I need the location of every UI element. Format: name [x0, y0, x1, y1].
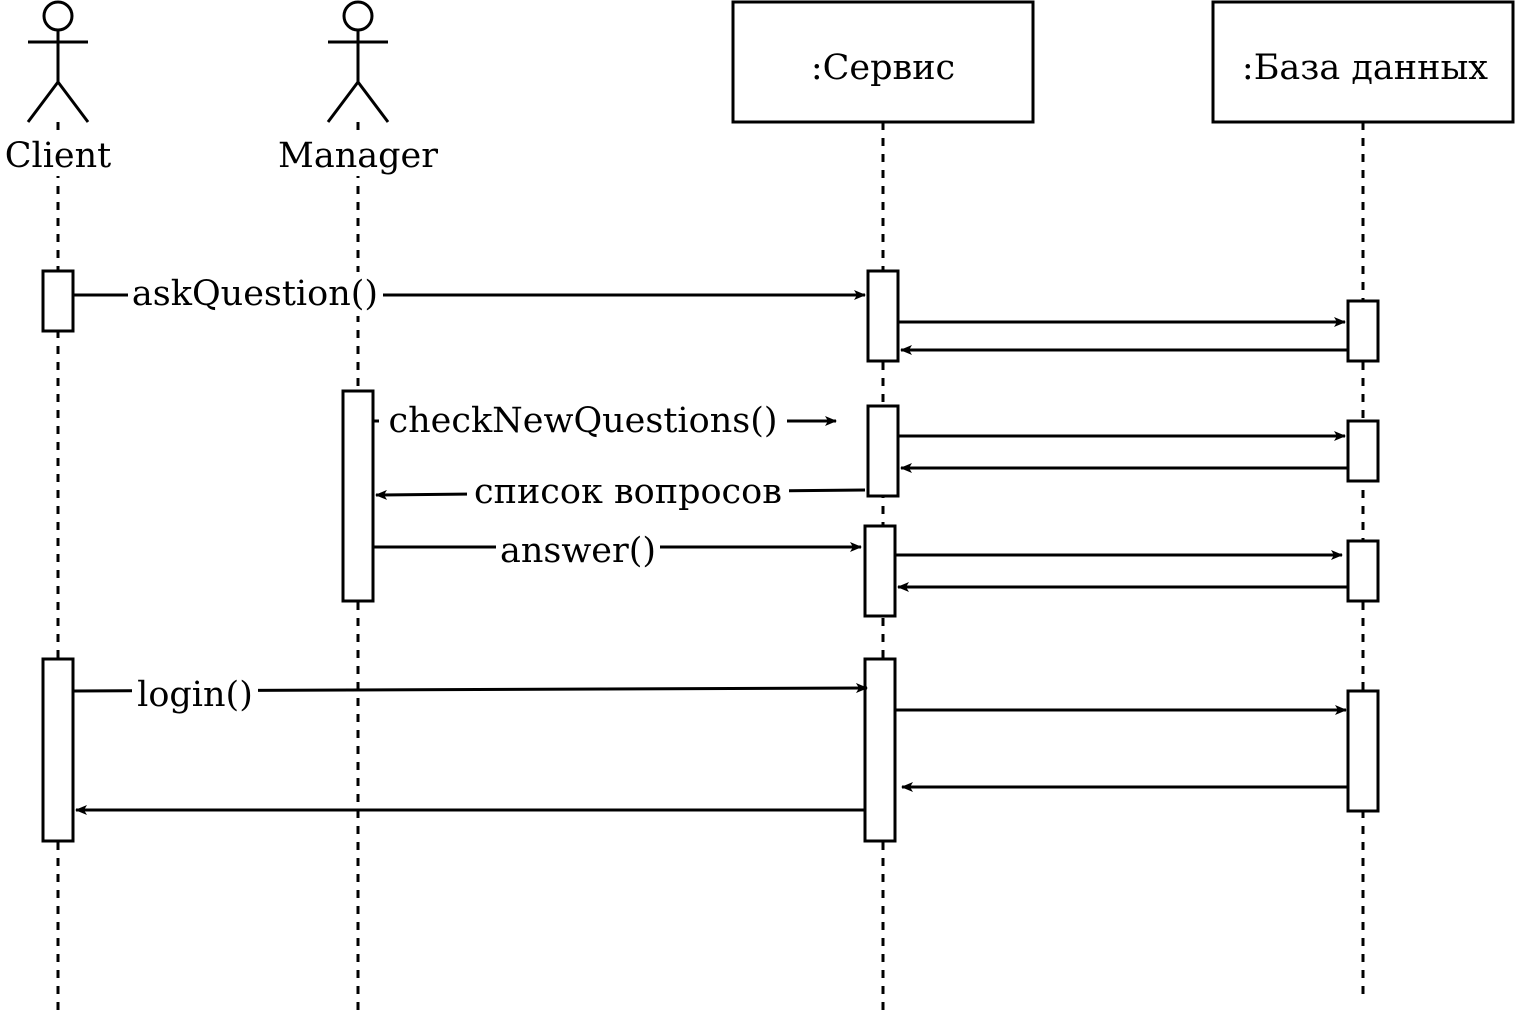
service-object[interactable]: :Сервис — [731, 0, 1035, 124]
login-label: login() — [137, 675, 253, 715]
answer-label: answer() — [500, 531, 656, 571]
database-activation-4[interactable] — [1346, 689, 1380, 813]
manager-label-bg — [272, 134, 444, 176]
check-new-questions-label-bg — [379, 398, 787, 442]
database-object-label: :База данных — [1242, 48, 1488, 88]
check-new-questions-label: checkNewQuestions() — [388, 401, 777, 441]
service-activation-login[interactable] — [863, 657, 897, 843]
manager-actor-left-leg — [326, 81, 360, 123]
ask-question-label-bg — [128, 272, 383, 316]
question-list-label: список вопросов — [474, 472, 782, 512]
service-activation-answer[interactable] — [863, 524, 897, 618]
ask-question-label: askQuestion() — [132, 274, 378, 314]
client-activation-login[interactable] — [41, 657, 75, 843]
client-label-bg — [0, 134, 118, 176]
service-activation-check[interactable] — [866, 404, 900, 498]
client-actor-right-leg — [56, 81, 90, 123]
manager-actor-head — [342, 0, 374, 32]
client-activation-ask[interactable] — [41, 269, 75, 333]
question-list-label-bg — [467, 470, 789, 514]
manager-actor-right-leg — [356, 81, 390, 123]
manager-activation[interactable] — [341, 389, 375, 603]
manager-label: Manager — [278, 136, 438, 176]
manager-actor[interactable] — [326, 0, 390, 123]
database-object[interactable]: :База данных — [1211, 0, 1515, 124]
client-label: Client — [5, 136, 112, 176]
service-object-box — [731, 0, 1035, 124]
service-object-label: :Сервис — [811, 48, 955, 88]
database-activation-1[interactable] — [1346, 299, 1380, 363]
database-object-box — [1211, 0, 1515, 124]
database-activation-3[interactable] — [1346, 539, 1380, 603]
database-activation-2[interactable] — [1346, 419, 1380, 483]
answer-label-bg — [496, 527, 660, 571]
client-actor-head — [42, 0, 74, 32]
client-actor[interactable] — [26, 0, 90, 123]
login-label-bg — [132, 672, 258, 716]
client-actor-left-leg — [26, 81, 60, 123]
service-activation-ask[interactable] — [866, 269, 900, 363]
